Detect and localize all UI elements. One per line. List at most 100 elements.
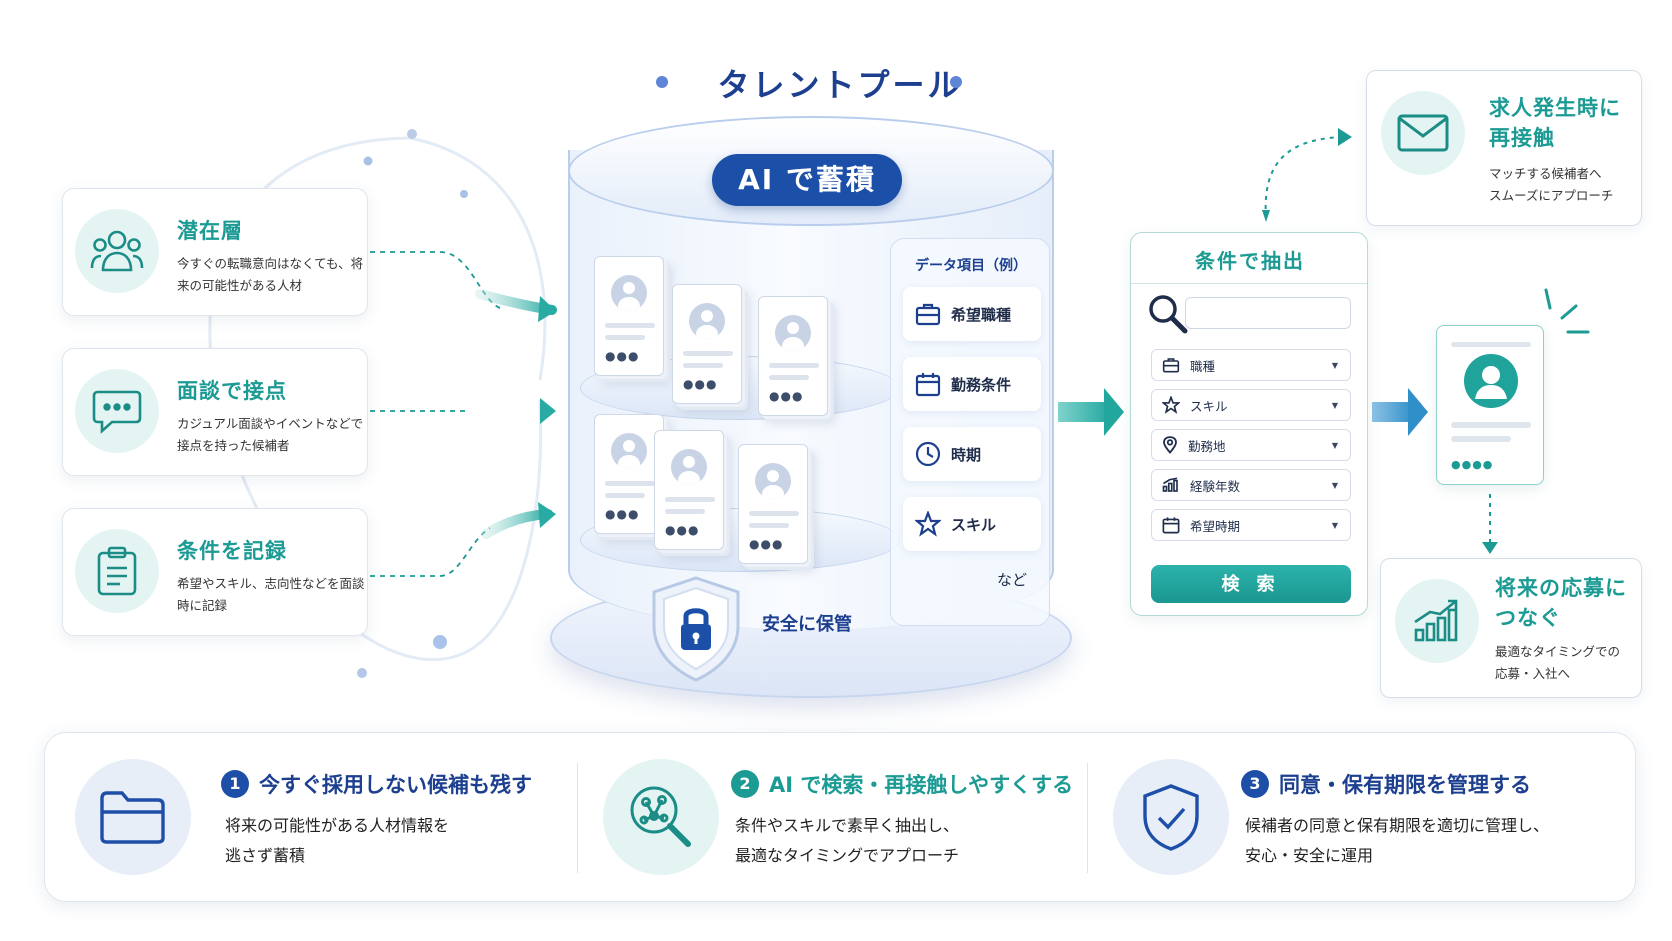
data-item: 勤務条件 xyxy=(903,357,1041,411)
card-desc: マッチする候補者へ スムーズにアプローチ xyxy=(1489,163,1613,207)
avatar-icon xyxy=(1464,354,1518,408)
title-dot-right xyxy=(950,76,962,88)
number-badge: 3 xyxy=(1241,770,1269,798)
divider xyxy=(1087,763,1088,873)
filter-label: 経験年数 xyxy=(1190,478,1241,494)
card-latent: 潜在層 今すぐの転職意向はなくても、将来の可能性がある人材 xyxy=(62,188,368,316)
benefit-title-text: 今すぐ採用しない候補も残す xyxy=(259,773,532,797)
avatar-icon xyxy=(671,449,707,485)
data-item-label: スキル xyxy=(951,515,997,534)
search-panel-title: 条件で抽出 xyxy=(1195,249,1305,273)
deco-dot xyxy=(433,635,447,649)
profile-card-stack: ●●● xyxy=(738,444,808,564)
chevron-down-icon: ▼ xyxy=(1331,480,1338,490)
card-title: 将来の応募に つなぐ xyxy=(1495,573,1627,633)
filter-experience[interactable]: 経験年数 ▼ xyxy=(1151,469,1351,501)
text-placeholder xyxy=(749,511,799,516)
card-title-line: 求人発生時に xyxy=(1489,96,1621,120)
text-placeholder xyxy=(605,481,655,486)
filter-job-type[interactable]: 職種 ▼ xyxy=(1151,349,1351,381)
star-icon xyxy=(915,511,941,537)
card-desc: 今すぐの転職意向はなくても、将来の可能性がある人材 xyxy=(177,256,364,293)
page-title: タレントプール xyxy=(717,66,963,104)
dots-icon: ●●● xyxy=(605,349,640,363)
dots-icon: ●●●● xyxy=(1451,458,1494,471)
card-desc-line: 最適なタイミングでの xyxy=(1495,644,1621,659)
filter-label: スキル xyxy=(1190,398,1228,414)
text-placeholder xyxy=(1451,436,1511,442)
benefit-desc-line: 候補者の同意と保有期限を適切に管理し、 xyxy=(1245,816,1550,835)
bar-chart-icon xyxy=(1162,477,1178,492)
chevron-down-icon: ▼ xyxy=(1331,520,1338,530)
benefit-desc-line: 将来の可能性がある人材情報を xyxy=(225,816,450,835)
text-placeholder xyxy=(683,351,733,356)
envelope-icon xyxy=(1381,91,1465,175)
card-interview: 面談で接点 カジュアル面談やイベントなどで接点を持った候補者 xyxy=(62,348,368,476)
benefit-desc: 将来の可能性がある人材情報を 逃さず蓄積 xyxy=(225,811,449,871)
chat-bubble-icon xyxy=(75,369,159,453)
benefit-desc-line: 最適なタイミングでアプローチ xyxy=(735,846,960,865)
benefit-desc-line: 安心・安全に運用 xyxy=(1245,846,1374,865)
data-item: 時期 xyxy=(903,427,1041,481)
filter-timing[interactable]: 希望時期 ▼ xyxy=(1151,509,1351,541)
text-placeholder xyxy=(665,497,715,502)
data-item: 希望職種 xyxy=(903,287,1041,341)
card-recontact: 求人発生時に 再接触 マッチする候補者へ スムーズにアプローチ xyxy=(1366,70,1642,226)
calendar-icon xyxy=(1162,517,1180,534)
avatar-icon xyxy=(611,433,647,469)
text-placeholder xyxy=(665,509,705,514)
title-dot-left xyxy=(656,76,668,88)
search-panel: 条件で抽出 職種 ▼ スキル ▼ 勤務地 ▼ 経験年数 ▼ 希望時期 ▼ 検 索 xyxy=(1130,232,1368,616)
divider xyxy=(1131,283,1367,284)
matched-profile-card: ●●●● xyxy=(1436,325,1544,485)
text-placeholder xyxy=(683,363,723,368)
deco-dot xyxy=(357,668,367,678)
clipboard-icon xyxy=(75,529,159,613)
ai-badge: AI で蓄積 xyxy=(712,154,902,206)
chevron-down-icon: ▼ xyxy=(1331,400,1338,410)
search-button[interactable]: 検 索 xyxy=(1151,565,1351,603)
lock-shield-icon xyxy=(652,576,740,682)
calendar-icon xyxy=(915,373,941,397)
filter-location[interactable]: 勤務地 ▼ xyxy=(1151,429,1351,461)
search-input[interactable] xyxy=(1185,297,1351,329)
star-icon xyxy=(1162,396,1180,414)
data-item-label: 勤務条件 xyxy=(951,375,1012,394)
card-title: 条件を記録 xyxy=(177,539,287,563)
chevron-down-icon: ▼ xyxy=(1331,440,1338,450)
text-placeholder xyxy=(1451,342,1531,347)
card-desc: カジュアル面談やイベントなどで接点を持った候補者 xyxy=(177,416,364,453)
data-panel-title: データ項目（例） xyxy=(915,258,1027,274)
filter-label: 希望時期 xyxy=(1190,518,1241,534)
folder-icon xyxy=(75,759,191,875)
data-etc: など xyxy=(996,571,1027,589)
search-icon xyxy=(1149,295,1188,334)
dots-icon: ●●● xyxy=(749,537,784,551)
text-placeholder xyxy=(605,335,645,340)
benefit-desc-line: 逃さず蓄積 xyxy=(225,846,306,865)
avatar-icon xyxy=(755,463,791,499)
data-item-label: 時期 xyxy=(951,445,982,464)
profile-card-stack: ●●● xyxy=(672,284,742,404)
card-future: 将来の応募に つなぐ 最適なタイミングでの 応募・入社へ xyxy=(1380,558,1642,698)
briefcase-icon xyxy=(915,303,941,326)
avatar-icon xyxy=(775,315,811,351)
dots-icon: ●●● xyxy=(683,377,718,391)
avatar-icon xyxy=(689,303,725,339)
card-desc-line: 応募・入社へ xyxy=(1495,666,1571,681)
deco-dot xyxy=(363,156,373,166)
chevron-down-icon: ▼ xyxy=(1331,360,1338,370)
benefit-desc-line: 条件やスキルで素早く抽出し、 xyxy=(735,816,960,835)
card-desc-line: スムーズにアプローチ xyxy=(1489,188,1614,203)
data-item: スキル xyxy=(903,497,1041,551)
text-placeholder xyxy=(769,375,809,380)
deco-dot xyxy=(460,190,468,198)
card-title-line: つなぐ xyxy=(1495,606,1561,630)
divider xyxy=(577,763,578,873)
filter-skill[interactable]: スキル ▼ xyxy=(1151,389,1351,421)
safe-storage-label: 安全に保管 xyxy=(762,614,852,635)
benefit-title-text: 同意・保有期限を管理する xyxy=(1279,773,1531,797)
number-badge: 1 xyxy=(221,770,249,798)
